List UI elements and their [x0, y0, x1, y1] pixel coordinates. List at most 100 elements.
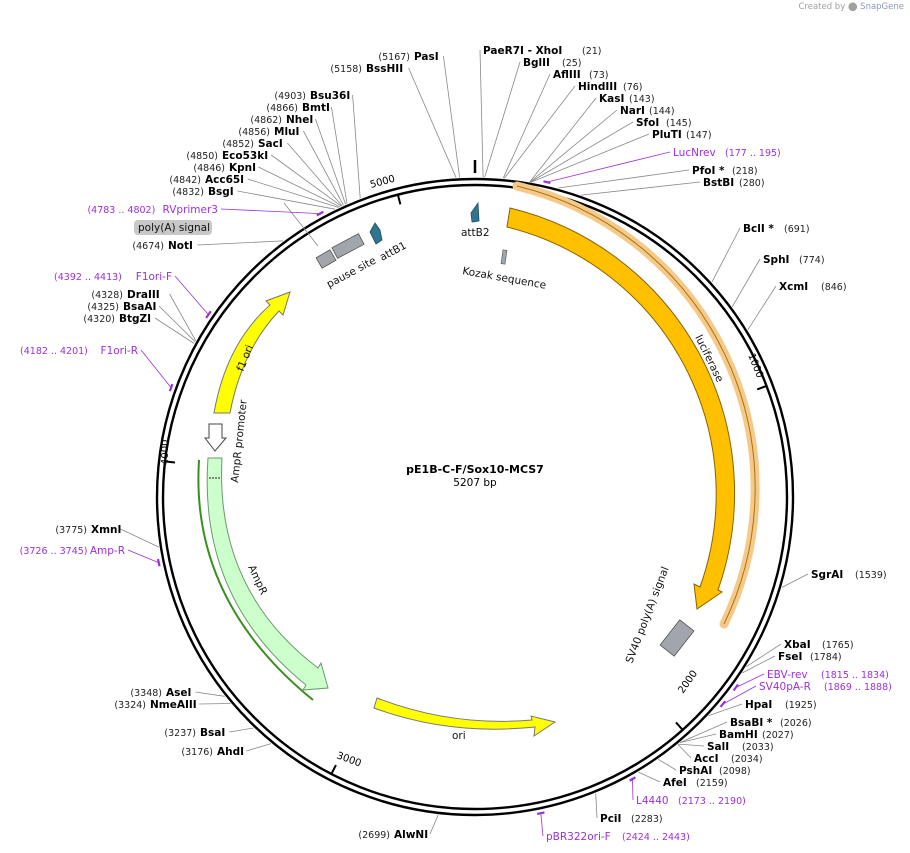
- site-afei[interactable]: AfeI(2159): [663, 777, 728, 789]
- site-name: PasI: [414, 51, 439, 63]
- attb1-arrow[interactable]: [369, 222, 383, 245]
- site-eco53ki[interactable]: (4850)Eco53kI: [186, 150, 268, 162]
- ampr-promoter-arrow[interactable]: [203, 423, 228, 452]
- site-asei[interactable]: (3348)AseI: [130, 687, 191, 699]
- f1-ori-arrow[interactable]: [213, 291, 291, 414]
- site-bamhi[interactable]: BamHI(2027): [719, 729, 794, 741]
- primer-f1ori-r[interactable]: F1ori-R(4182 .. 4201): [20, 345, 138, 357]
- site-sgrai[interactable]: SgrAI(1539): [811, 569, 887, 581]
- site-name: PciI: [600, 813, 621, 825]
- site-saci[interactable]: (4852)SacI: [222, 138, 282, 150]
- site-bmti[interactable]: (4866)BmtI: [266, 102, 329, 114]
- primer-ebv-rev[interactable]: EBV-rev(1815 .. 1834): [767, 669, 889, 681]
- primer-mark-rvprimer3[interactable]: [316, 210, 324, 217]
- site-xmni[interactable]: (3775)XmnI: [55, 524, 121, 536]
- snapgene-logo-icon: ⬤: [847, 2, 858, 12]
- primer-mark-lucnrev[interactable]: [543, 180, 551, 184]
- luciferase-arrow[interactable]: [506, 207, 736, 610]
- site-position: (4674): [132, 241, 164, 252]
- site-fsei[interactable]: FseI(1784): [778, 651, 842, 663]
- site-mlui[interactable]: (4856)MluI: [238, 126, 299, 138]
- site-hindiii[interactable]: HindIII(76): [578, 81, 643, 93]
- site-position: (2027): [762, 730, 794, 741]
- site-pshai[interactable]: PshAI(2098): [679, 765, 751, 777]
- site-nari[interactable]: NarI(144): [620, 105, 675, 117]
- site-kasi[interactable]: KasI(143): [599, 93, 655, 105]
- site-acc65i[interactable]: (4842)Acc65I: [169, 174, 244, 186]
- site-bstbi[interactable]: BstBI(280): [703, 177, 765, 189]
- site-nhei[interactable]: (4862)NheI: [250, 114, 313, 126]
- primer-sv40pa-r[interactable]: SV40pA-R(1869 .. 1888): [759, 681, 892, 693]
- site-kpni[interactable]: (4846)KpnI: [193, 162, 256, 174]
- site-line-pcii: [595, 793, 598, 819]
- site-btgzi[interactable]: (4320)BtgZI: [83, 313, 151, 325]
- backbone-outer: [155, 177, 795, 817]
- site-pasi[interactable]: (5167)PasI: [378, 51, 438, 63]
- site-name: PshAI: [679, 765, 712, 777]
- site-bsu36i[interactable]: (4903)Bsu36I: [274, 90, 350, 102]
- primer-mark-f1ori-f[interactable]: [205, 310, 212, 319]
- site-line-bcli: [711, 227, 741, 283]
- site-sphi[interactable]: SphI(774): [763, 254, 825, 266]
- site-name: BssHII: [366, 63, 403, 75]
- site-name: Eco53kI: [222, 150, 268, 162]
- site-name: Acc65I: [205, 174, 244, 186]
- primer-l4440[interactable]: L4440(2173 .. 2190): [636, 795, 746, 807]
- primer-lucnrev[interactable]: LucNrev(177 .. 195): [673, 147, 781, 159]
- site-position: (4866): [266, 103, 298, 114]
- site-xcmi[interactable]: XcmI(846): [779, 281, 847, 293]
- site-bsai[interactable]: (3237)BsaI: [164, 727, 225, 739]
- primer-mark-f1ori-r[interactable]: [168, 383, 174, 392]
- polya-signal-badge: [134, 220, 212, 235]
- site-line-pluti: [531, 133, 650, 183]
- site-position: (145): [666, 118, 692, 129]
- pause-site-box-1[interactable]: [315, 249, 337, 269]
- ampr-arrow[interactable]: [206, 457, 329, 691]
- site-draiii[interactable]: (4328)DraIII: [91, 289, 159, 301]
- site-line-bstbi: [581, 181, 701, 196]
- site-bsgi[interactable]: (4832)BsgI: [172, 186, 233, 198]
- site-pluti[interactable]: PluTI(147): [652, 129, 712, 141]
- site-hpai[interactable]: HpaI(1925): [745, 699, 817, 711]
- pause-site-box-2[interactable]: [331, 233, 365, 259]
- site-sali[interactable]: SalI(2033): [707, 741, 774, 753]
- site-pfoi[interactable]: PfoI *(218): [692, 165, 758, 177]
- site-position: (4328): [91, 290, 123, 301]
- kozak-box[interactable]: [500, 249, 508, 265]
- site-acci[interactable]: AccI(2034): [694, 753, 763, 765]
- site-nmeaiii[interactable]: (3324)NmeAIII: [114, 699, 196, 711]
- primer-mark-sv40pa-r[interactable]: [719, 700, 727, 708]
- site-sfoi[interactable]: SfoI(145): [636, 117, 692, 129]
- site-ahdi[interactable]: (3176)AhdI: [181, 746, 244, 758]
- site-paer7i-xhoi[interactable]: PaeR7I - XhoI(21): [483, 45, 602, 57]
- site-afliii[interactable]: AflIII(73): [553, 69, 609, 81]
- site-bcli[interactable]: BclI *(691): [743, 223, 810, 235]
- site-name: NmeAIII: [150, 699, 197, 711]
- site-bsshii[interactable]: (5158)BssHII: [330, 63, 403, 75]
- attb2-label: attB2: [461, 227, 490, 239]
- ori-arrow[interactable]: [373, 697, 557, 738]
- tick-mark-3000: [330, 764, 337, 775]
- primer-name: L4440: [636, 795, 669, 807]
- site-xbai[interactable]: XbaI(1765): [784, 639, 854, 651]
- site-line-kasi: [529, 97, 597, 183]
- site-alwni[interactable]: (2699)AlwNI: [358, 829, 428, 841]
- tick-mark-2000: [675, 721, 684, 731]
- primer-amp-r[interactable]: Amp-R(3726 .. 3745): [20, 545, 125, 557]
- site-bglii[interactable]: BglII(25): [523, 57, 582, 69]
- site-name: KpnI: [229, 162, 256, 174]
- site-bsaai[interactable]: (4325)BsaAI: [87, 301, 156, 313]
- primer-f1ori-f[interactable]: F1ori-F(4392 .. 4413): [54, 271, 172, 283]
- site-line-pasi: [443, 55, 460, 178]
- site-noti[interactable]: (4674)NotI: [132, 240, 193, 252]
- site-bsabi[interactable]: BsaBI *(2026): [730, 717, 812, 729]
- credit-prefix: Created by: [798, 2, 846, 12]
- sv40-polya-box[interactable]: [659, 619, 695, 657]
- site-position: (4856): [238, 127, 270, 138]
- site-pcii[interactable]: PciI(2283): [600, 813, 663, 825]
- primer-pbr322ori-f[interactable]: pBR322ori-F(2424 .. 2443): [546, 831, 690, 843]
- attb2-arrow[interactable]: [470, 201, 480, 223]
- primer-rvprimer3[interactable]: RVprimer3(4783 .. 4802): [87, 204, 218, 216]
- ori-label: ori: [452, 730, 466, 742]
